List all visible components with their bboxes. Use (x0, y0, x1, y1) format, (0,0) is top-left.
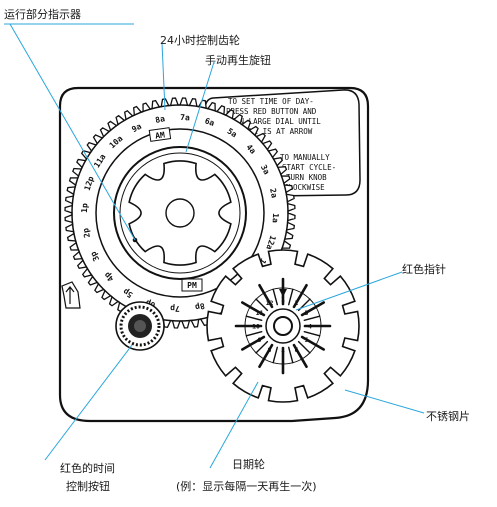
manual-line-4: CLOCKWISE (284, 183, 325, 192)
steel-tab[interactable] (292, 283, 308, 309)
day-number-7: 7 (281, 350, 285, 358)
set-time-line-1: TO SET TIME OF DAY- (228, 97, 314, 106)
steel-tab[interactable] (255, 340, 269, 354)
hour-label-3p: 3p (89, 250, 101, 263)
hour-label-3a: 3a (259, 163, 271, 176)
red-pointer-label: 红色指针 (402, 262, 446, 276)
set-time-line-3: TURN LARGE DIAL UNTIL (226, 117, 321, 126)
hour-label-5a: 5a (226, 127, 239, 140)
am-marker-box (148, 127, 172, 142)
steel-tab[interactable] (272, 288, 278, 306)
steel-tab[interactable] (241, 301, 266, 317)
day-number-4: 4 (308, 323, 312, 331)
hour-label-7p: 7p (170, 304, 180, 314)
hour-label-2a: 2a (268, 187, 279, 198)
hour-label-12a: 12a (264, 234, 277, 251)
hour-label-6a: 6a (204, 116, 216, 128)
hour-label-9a: 9a (130, 122, 143, 134)
set-time-line-2: PRESS RED BUTTON AND (226, 107, 317, 116)
instruction-panel: TO SET TIME OF DAY- PRESS RED BUTTON AND… (204, 89, 361, 197)
manual-line-3: TURN KNOB (286, 173, 327, 182)
manual-line-1: TO MANUALLY (280, 153, 330, 162)
steel-tab[interactable] (297, 340, 311, 354)
hour-label-8a: 8a (154, 114, 165, 125)
day-wheel-note: (例：显示每隔一天再生一次) (176, 479, 317, 493)
manual-knob-label: 手动再生旋钮 (205, 53, 271, 67)
steel-tab[interactable] (258, 283, 274, 309)
steel-tab[interactable] (272, 346, 278, 364)
steel-tab[interactable] (300, 335, 326, 351)
timer-housing (58, 86, 370, 423)
steel-tab[interactable] (241, 335, 266, 351)
steel-tab[interactable] (288, 288, 294, 306)
pm-label: PM (187, 281, 197, 290)
hour-label-5p: 5p (121, 287, 134, 300)
day-number-6: 6 (295, 346, 299, 354)
day-number-2: 2 (295, 299, 299, 307)
time-button-label-line-2: 控制按钮 (66, 479, 110, 493)
hour-labels: 6a5a4a3a2a1a12a11p10p9p8p7p6p5p4p3p2p1p1… (80, 113, 280, 313)
day-number-11: 11 (256, 309, 264, 317)
hour-label-1a: 1a (271, 213, 281, 223)
time-button-label-line-1: 红色的时间 (60, 461, 115, 475)
day-number-8: 8 (268, 346, 272, 354)
hour-label-2p: 2p (81, 227, 92, 238)
steel-tab[interactable] (255, 298, 269, 312)
knob-star (128, 160, 232, 266)
day-number-10: 10 (252, 323, 260, 331)
hour-label-1p: 1p (80, 203, 90, 213)
hour-label-7a: 7a (180, 113, 190, 123)
red-pointer-arrow (279, 289, 287, 297)
arrow-tag (61, 281, 81, 309)
steel-tab[interactable] (245, 331, 263, 337)
hour-label-8p: 8p (194, 301, 205, 312)
steel-tab[interactable] (303, 331, 321, 337)
day-number-9: 9 (258, 336, 262, 344)
hour-label-12p: 12p (83, 175, 96, 192)
steel-tab[interactable] (303, 315, 321, 321)
pm-marker-box (181, 278, 203, 292)
set-time-line-4: TIME IS AT ARROW (240, 127, 313, 136)
day-number-3: 3 (304, 309, 308, 317)
hour-gear-label: 24小时控制齿轮 (160, 33, 240, 47)
day-number-1: 1 (281, 296, 285, 304)
cycle-indicator-label: 运行部分指示器 (4, 7, 81, 21)
manual-regeneration-knob[interactable] (113, 146, 247, 280)
steel-tab[interactable] (258, 343, 274, 369)
time-set-button[interactable] (115, 301, 165, 351)
day-number-5: 5 (304, 336, 308, 344)
steel-tabs (234, 277, 332, 375)
day-number-12: 12 (266, 299, 274, 307)
steel-tab[interactable] (245, 315, 263, 321)
callout-lines (4, 23, 425, 469)
am-label: AM (155, 130, 166, 140)
manual-line-2: START CYCLE- (282, 163, 336, 172)
steel-tab[interactable] (292, 343, 308, 369)
day-wheel-label: 日期轮 (232, 457, 265, 471)
steel-tab[interactable] (300, 301, 326, 317)
steel-tabs-label: 不锈钢片 (426, 410, 470, 423)
steel-tab[interactable] (288, 346, 294, 364)
